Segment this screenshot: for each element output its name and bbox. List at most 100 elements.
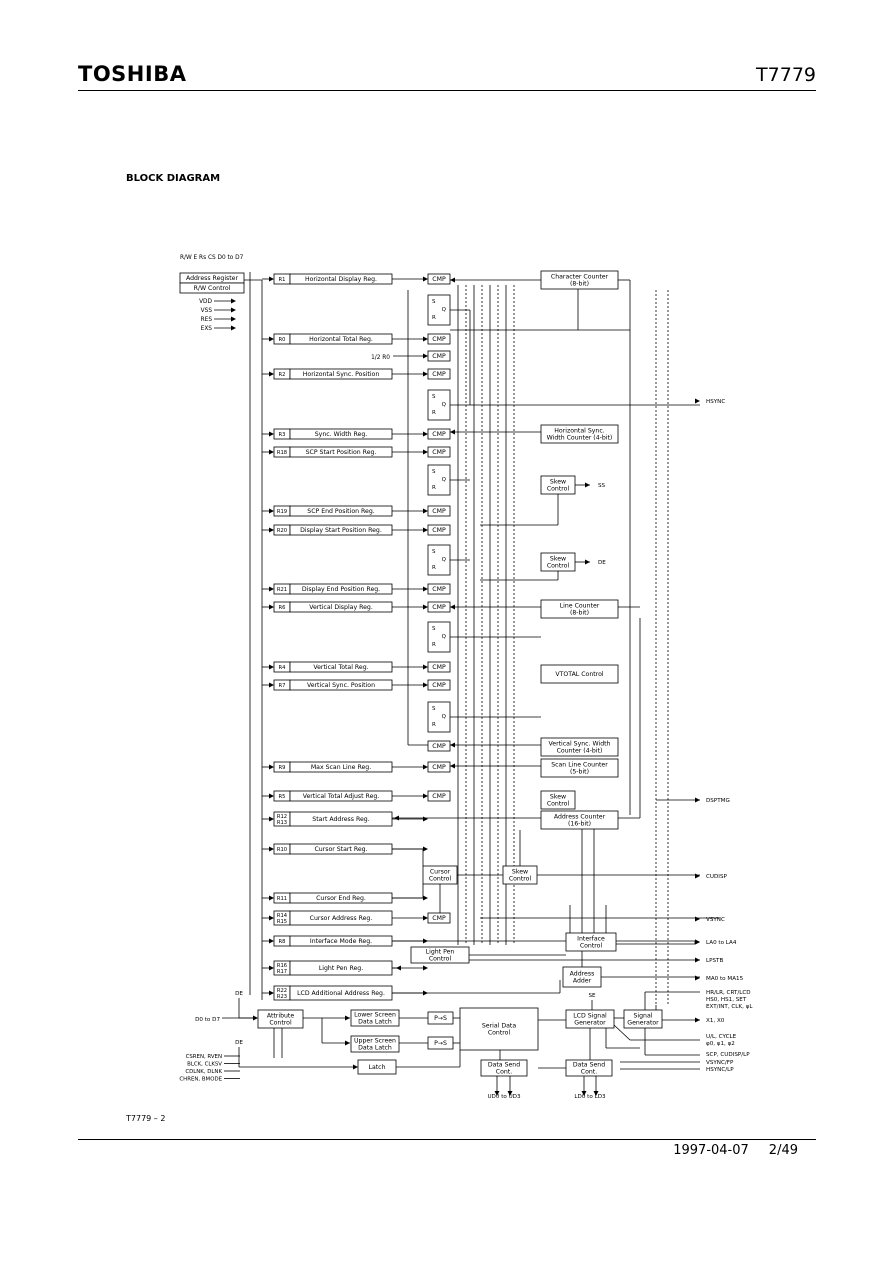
reg-id-text: R7 bbox=[279, 683, 286, 689]
output-1: SS bbox=[598, 483, 606, 489]
reg-id-text: R12 bbox=[277, 814, 287, 820]
reg-r21-text: Display End Position Reg. bbox=[302, 586, 380, 593]
udo-output: UD0 to UD3 bbox=[487, 1094, 521, 1100]
latch bbox=[357, 1059, 397, 1075]
data-send-control-1-text: Cont. bbox=[496, 1069, 512, 1076]
cmp-vsync-width-text: CMP bbox=[432, 743, 446, 750]
reg-id-text: R11 bbox=[277, 896, 287, 902]
arrowhead bbox=[423, 431, 428, 437]
reg-r9-text: Max Scan Line Reg. bbox=[311, 764, 371, 771]
arrowhead bbox=[423, 664, 428, 670]
arrowhead bbox=[450, 604, 455, 610]
figure-label: T7779 – 2 bbox=[126, 1114, 166, 1123]
skew-control-1-text: Control bbox=[547, 486, 570, 493]
cursor-control-text: Control bbox=[429, 876, 452, 883]
serial-data-control-text: Control bbox=[488, 1030, 511, 1037]
skew-control-3 bbox=[540, 790, 576, 810]
vsync-width-counter-text: Counter (4-bit) bbox=[557, 748, 603, 755]
reg-r14-r15 bbox=[289, 910, 393, 926]
address-adder-text: Address bbox=[570, 971, 595, 978]
reg-id-text: R15 bbox=[277, 919, 287, 925]
arrowhead bbox=[423, 371, 428, 377]
upper-screen-latch bbox=[350, 1035, 400, 1053]
scan-line-counter-text: Scan Line Counter bbox=[551, 762, 608, 769]
footer-page: 2/49 bbox=[768, 1143, 798, 1158]
line-counter-text: Line Counter bbox=[560, 603, 600, 610]
signal-generator-text: Generator bbox=[627, 1020, 659, 1027]
skew-control-1 bbox=[540, 475, 576, 495]
reg-r1-text: Horizontal Display Reg. bbox=[305, 276, 377, 283]
cmp-5-text: CMP bbox=[432, 449, 446, 456]
arrowhead bbox=[269, 336, 274, 342]
line-counter-text: (8-bit) bbox=[570, 610, 589, 617]
ldo-output: LD0 to LD3 bbox=[574, 1094, 606, 1100]
skew-control-4 bbox=[502, 865, 538, 885]
power-pin-vss: VSS bbox=[201, 308, 213, 314]
light-pen-control-text: Light Pen bbox=[426, 949, 455, 956]
arrowhead bbox=[695, 975, 700, 981]
arrowhead bbox=[423, 764, 428, 770]
cmp-0 bbox=[427, 273, 451, 285]
reg-id-text: R9 bbox=[279, 765, 286, 771]
reg-id-text: R22 bbox=[277, 988, 287, 994]
cmp-13 bbox=[427, 790, 451, 802]
reg-r18-text: SCP Start Position Reg. bbox=[306, 449, 377, 456]
arrowhead bbox=[507, 1091, 513, 1096]
skew-control-3-text: Skew bbox=[550, 794, 566, 801]
ff-s: S bbox=[432, 394, 436, 400]
cmp-1-text: CMP bbox=[432, 336, 446, 343]
arrowhead bbox=[450, 429, 455, 435]
character-counter-text: Character Counter bbox=[551, 274, 609, 281]
arrowhead bbox=[396, 965, 401, 971]
cmp-11 bbox=[427, 679, 451, 691]
arrowhead bbox=[231, 298, 236, 304]
reg-r4-text: Vertical Total Reg. bbox=[313, 664, 368, 671]
arrowhead bbox=[253, 1015, 258, 1021]
reg-r19-text: SCP End Position Reg. bbox=[307, 508, 374, 515]
cmp-2-text: CMP bbox=[432, 353, 446, 360]
ff-q: Q bbox=[442, 634, 447, 640]
wire bbox=[613, 1024, 631, 1041]
ff-q: Q bbox=[442, 557, 447, 563]
interface-control bbox=[565, 932, 617, 952]
interface-control-text: Interface bbox=[577, 936, 605, 943]
d-input: D0 to D7 bbox=[195, 1017, 220, 1023]
flip-flop-1 bbox=[427, 389, 451, 421]
reg-r3-text: Sync. Width Reg. bbox=[315, 431, 368, 438]
arrowhead bbox=[269, 682, 274, 688]
arrowhead bbox=[269, 431, 274, 437]
output-0: HSYNC bbox=[706, 399, 725, 405]
arrowhead bbox=[423, 336, 428, 342]
reg-r7-text: Vertical Sync. Position bbox=[307, 682, 375, 689]
arrowhead bbox=[423, 816, 428, 822]
ff-q: Q bbox=[442, 307, 447, 313]
arrowhead bbox=[269, 371, 274, 377]
brand-logo: TOSHIBA bbox=[78, 62, 187, 86]
scan-line-counter-text: (5-bit) bbox=[570, 769, 589, 776]
hsync-width-counter-text: Horizontal Sync. bbox=[554, 428, 604, 435]
ff-q: Q bbox=[442, 477, 447, 483]
arrowhead bbox=[269, 764, 274, 770]
light-pen-control bbox=[410, 946, 470, 964]
reg-r7 bbox=[289, 679, 393, 691]
cmp-9-text: CMP bbox=[432, 604, 446, 611]
reg-r6 bbox=[289, 601, 393, 613]
cmp-4 bbox=[427, 428, 451, 440]
output-13: U/L, CYCLE bbox=[706, 1034, 737, 1040]
signal-generator bbox=[623, 1009, 663, 1029]
vsync-width-counter-text: Vertical Sync. Width bbox=[549, 741, 611, 748]
left-input-1: BLCK, CLKSV bbox=[187, 1062, 222, 1068]
cursor-control bbox=[422, 865, 458, 885]
data-send-control-2-text: Cont. bbox=[581, 1069, 597, 1076]
ps-converter-2-text: P→S bbox=[434, 1040, 447, 1047]
reg-r20 bbox=[289, 524, 393, 536]
reg-id-text: R3 bbox=[279, 432, 286, 438]
reg-r12-r13-text: Start Address Reg. bbox=[312, 816, 369, 823]
reg-id-text: R16 bbox=[277, 963, 287, 969]
output-11: EXT/INT, CLK, φL bbox=[706, 1004, 753, 1010]
reg-r2-text: Horizontal Sync. Position bbox=[303, 371, 380, 378]
ff-q: Q bbox=[442, 714, 447, 720]
section-title: BLOCK DIAGRAM bbox=[126, 173, 221, 184]
arrowhead bbox=[423, 586, 428, 592]
reg-r16-r17-text: Light Pen Reg. bbox=[319, 965, 363, 972]
